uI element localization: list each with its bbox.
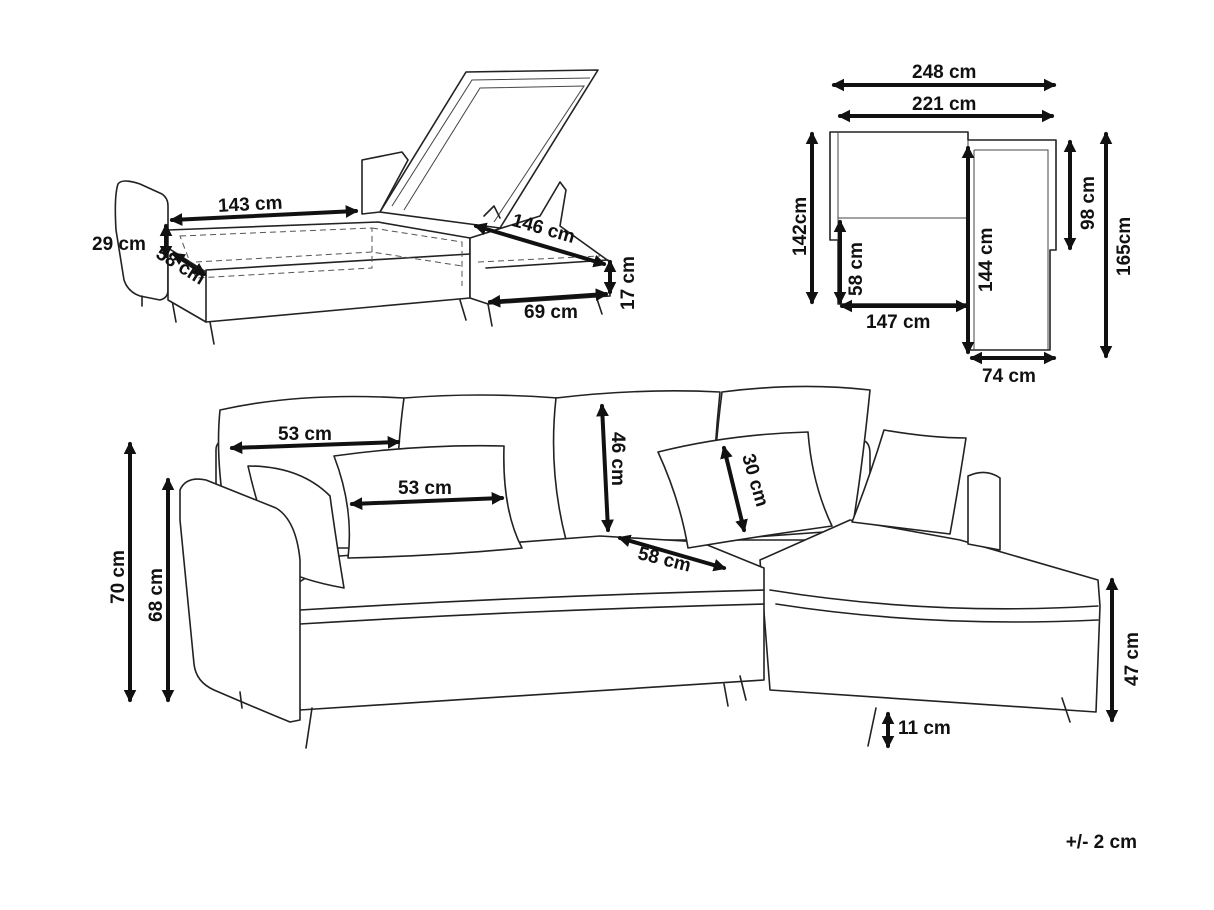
label-chaise-storage-width: 69 cm xyxy=(524,302,578,323)
label-seat-depth-left: 58 cm xyxy=(846,242,867,296)
label-left-depth: 142cm xyxy=(790,197,811,256)
dimension-labels: 143 cm 29 cm 58 cm 146 cm 69 cm 17 cm 24… xyxy=(92,62,1143,739)
label-storage-length: 143 cm xyxy=(218,193,283,217)
dimension-arrows xyxy=(123,78,1119,749)
label-chaise-width: 74 cm xyxy=(982,366,1036,387)
label-back-cushion-height: 46 cm xyxy=(607,432,628,486)
label-total-width: 248 cm xyxy=(912,62,976,83)
tolerance-note: +/- 2 cm xyxy=(1065,832,1137,853)
front-view-drawing xyxy=(179,385,1101,749)
label-storage-depth: 29 cm xyxy=(92,234,146,255)
label-total-depth: 165cm xyxy=(1114,217,1135,276)
label-chaise-inner-depth: 144 cm xyxy=(976,228,997,292)
label-chaise-storage-depth: 17 cm xyxy=(618,256,639,310)
label-leg-height: 11 cm xyxy=(898,718,951,739)
label-seat-height: 47 cm xyxy=(1122,632,1143,686)
label-back-depth: 98 cm xyxy=(1078,176,1099,230)
label-bed-width: 221 cm xyxy=(912,94,976,115)
label-front-cushion-width: 53 cm xyxy=(398,478,452,499)
plan-view-drawing xyxy=(829,131,1057,351)
label-total-height: 70 cm xyxy=(108,550,129,604)
label-sofa-length: 147 cm xyxy=(866,312,930,333)
label-back-cushion-width: 53 cm xyxy=(278,424,332,445)
label-arm-height: 68 cm xyxy=(146,568,167,622)
